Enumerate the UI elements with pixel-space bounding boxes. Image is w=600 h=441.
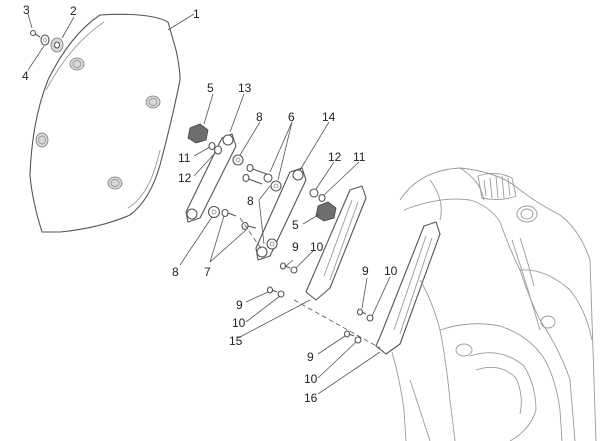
washer-10-a: [290, 266, 298, 274]
bracket-13: [185, 133, 237, 223]
callout-7: 7: [204, 265, 211, 279]
callout-2: 2: [70, 4, 77, 18]
support-arm-16: [375, 221, 441, 355]
callout-1: 1: [193, 7, 200, 21]
callout-10-left: 10: [232, 316, 246, 330]
washer-11-left: [208, 141, 216, 151]
callout-12-right: 12: [328, 150, 342, 164]
callout-9-left: 9: [236, 298, 243, 312]
callout-9-right: 9: [362, 264, 369, 278]
washer-12-right: [309, 188, 319, 198]
callout-12-left: 12: [178, 171, 192, 185]
callout-labels: 1 2 3 4 5 13 8 6 14 11 12 12 11 8 5 9 10…: [22, 3, 398, 405]
knob-5-left: [187, 123, 209, 144]
screw-9-c: [356, 308, 367, 316]
spacer-8-top: [232, 154, 244, 166]
handlebar-grip: [477, 173, 517, 201]
mirror-stem: [511, 237, 541, 331]
callout-9-upper: 9: [292, 240, 299, 254]
bolt-6-lower: [242, 173, 282, 192]
callout-15: 15: [229, 334, 243, 348]
callout-11-right: 11: [353, 150, 366, 164]
motorcycle-front-fairing: [391, 167, 597, 441]
screw-8-middle: [241, 221, 257, 231]
washer-12-left: [213, 145, 223, 155]
callout-16: 16: [304, 391, 318, 405]
callout-10-bottom: 10: [304, 372, 318, 386]
washer-10-d: [354, 336, 362, 344]
callout-3: 3: [23, 3, 30, 17]
callout-13: 13: [238, 81, 252, 95]
washer-4: [40, 34, 50, 46]
screw-3: [29, 29, 41, 38]
windscreen: [29, 13, 181, 233]
callout-9-bottom: 9: [307, 350, 314, 364]
callout-10-right: 10: [384, 264, 398, 278]
leader-lines: [27, 13, 391, 395]
screw-8-left: [221, 208, 237, 218]
washer-7-left: [207, 205, 221, 219]
callout-8-top: 8: [256, 110, 263, 124]
brake-fluid-reservoir: [516, 205, 538, 223]
screw-9-d: [343, 330, 355, 338]
alignment-line-lower: [293, 299, 381, 349]
knob-5-right: [315, 201, 337, 222]
callout-4: 4: [22, 69, 29, 83]
alignment-line-mid: [239, 217, 263, 251]
screw-9-a: [279, 262, 291, 270]
callout-14: 14: [322, 110, 336, 124]
screw-9-b: [266, 286, 278, 294]
callout-11-left: 11: [178, 151, 191, 165]
washer-11-right: [318, 193, 326, 203]
callout-5-right: 5: [292, 218, 299, 232]
support-arm-15: [305, 185, 367, 301]
washer-right-mid: [266, 238, 278, 250]
bushing-2: [50, 37, 64, 53]
washer-10-b: [277, 290, 285, 298]
callout-8-middle: 8: [247, 194, 254, 208]
bracket-14: [255, 167, 307, 261]
washer-10-c: [366, 314, 374, 322]
callout-6: 6: [288, 110, 295, 124]
callout-10-upper: 10: [310, 240, 324, 254]
bolt-6-upper: [246, 163, 273, 183]
callout-8-bottom: 8: [172, 265, 179, 279]
callout-5-top: 5: [207, 81, 214, 95]
